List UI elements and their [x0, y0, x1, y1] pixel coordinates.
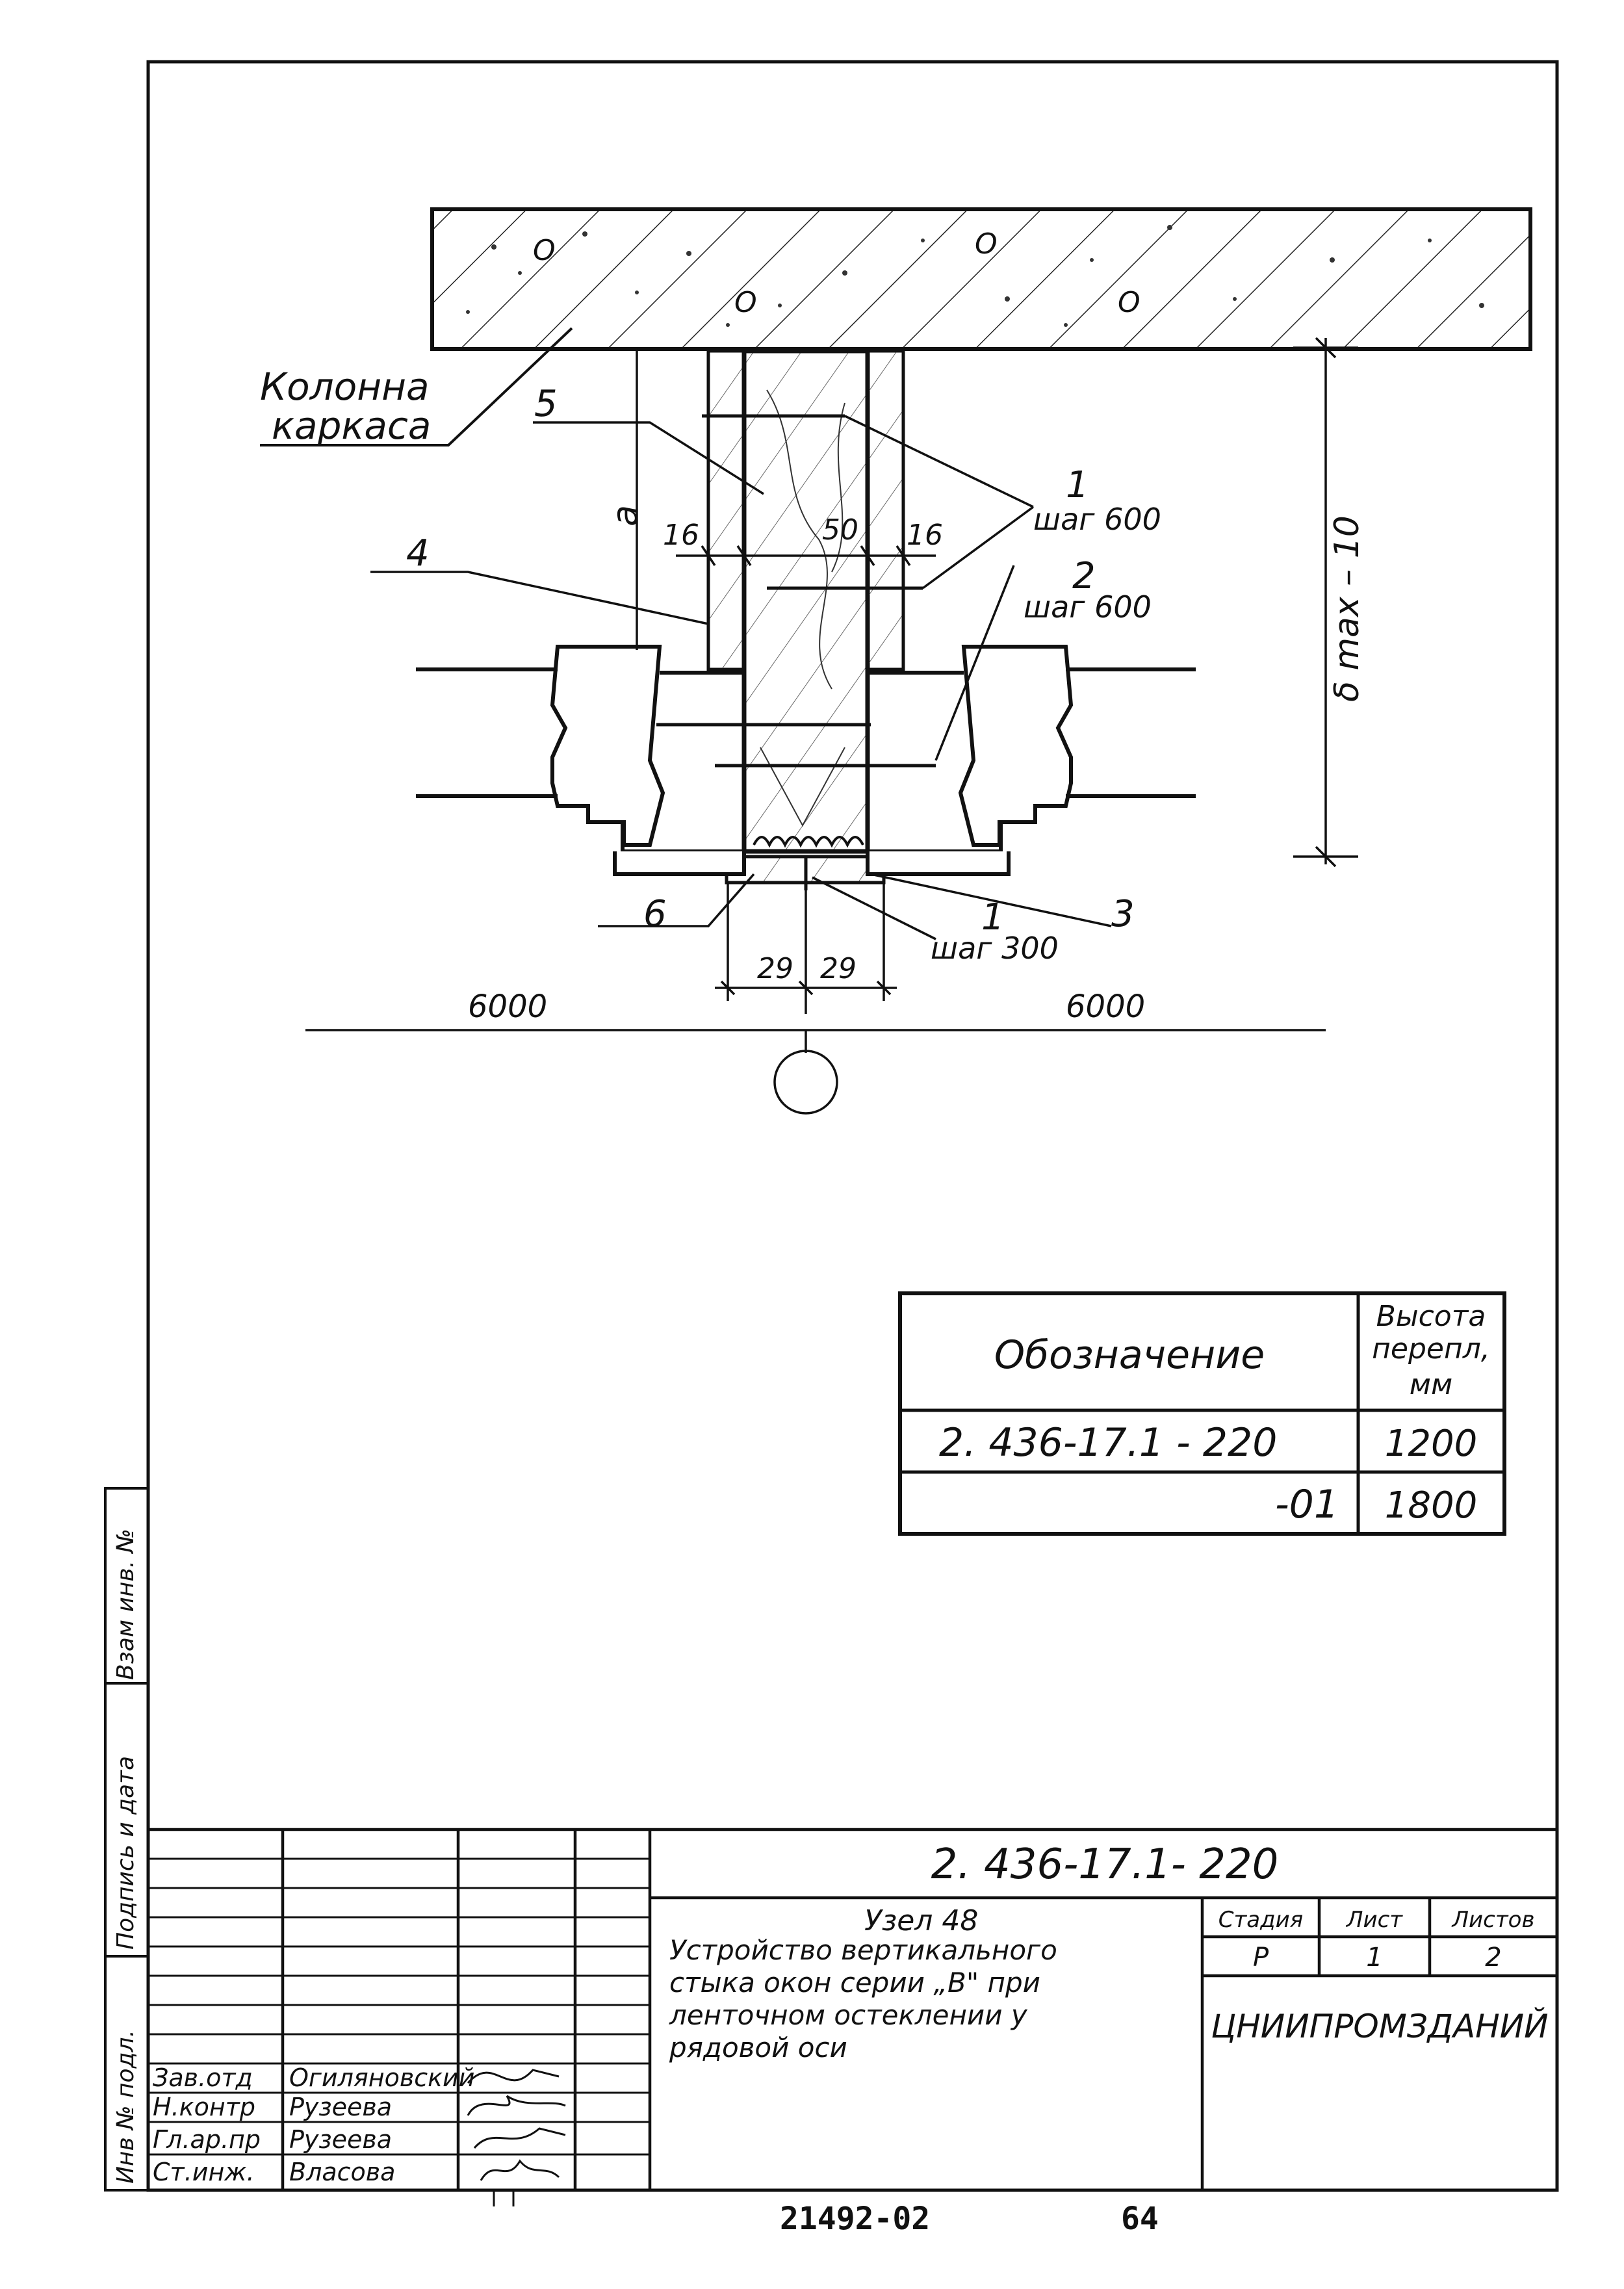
callout-1-top-spec: шаг 600 — [1033, 502, 1161, 537]
dimension-lines — [305, 337, 1358, 1115]
role-2-name: Рузеева — [289, 2093, 392, 2121]
table-row-2-height: 1800 — [1385, 1484, 1478, 1527]
title-organization: ЦНИИПРОМЗДАНИЙ — [1211, 2007, 1548, 2045]
role-1-name: Огиляновский — [289, 2063, 474, 2092]
title-sheet-value: 1 — [1366, 1943, 1382, 1972]
side-stamp — [104, 1487, 149, 2192]
title-block-grid — [148, 1828, 1557, 2190]
callout-1-bottom: 1 — [981, 896, 1005, 938]
dim-a: а — [604, 505, 645, 526]
callout-leaders — [370, 415, 1112, 940]
callout-1-top: 1 — [1066, 464, 1089, 506]
timber-post — [656, 348, 936, 890]
sheet-frame — [146, 60, 1559, 2192]
table-header-designation: Обозначение — [994, 1332, 1265, 1378]
table-row-1-height: 1200 — [1385, 1423, 1478, 1465]
title-stage-value: Р — [1253, 1943, 1269, 1972]
table-header-height-2: перепл, — [1372, 1332, 1490, 1365]
title-desc-4: рядовой оси — [669, 2032, 847, 2063]
callout-2: 2 — [1072, 555, 1096, 597]
role-1: Зав.отд — [153, 2063, 253, 2092]
signatures — [467, 2069, 566, 2206]
callout-6: 6 — [643, 893, 667, 935]
table-header-height-1: Высота — [1376, 1300, 1486, 1333]
column-section: О О О О — [430, 207, 1532, 351]
side-stamp-replaces: Взам инв. № — [112, 1529, 139, 1680]
table-row-2-designation: -01 — [1275, 1482, 1339, 1527]
callout-4: 4 — [406, 532, 430, 575]
table-header-height-3: мм — [1410, 1368, 1452, 1401]
svg-text:О: О — [533, 234, 556, 267]
title-stage-header: Стадия — [1218, 1907, 1303, 1933]
callout-5: 5 — [534, 383, 558, 425]
role-4: Ст.инж. — [153, 2158, 255, 2186]
window-frame-left — [416, 645, 746, 876]
dim-29-right: 29 — [820, 952, 857, 985]
column-label-line2: каркаса — [272, 404, 431, 448]
title-desc-3: ленточном остеклении у — [669, 1999, 1028, 2031]
title-sheets-value: 2 — [1485, 1943, 1501, 1972]
title-desc-1: Устройство вертикального — [669, 1934, 1057, 1966]
spec-table — [898, 1291, 1506, 1536]
window-frame-right — [866, 645, 1196, 876]
title-desc-2: стыка окон серии „В" при — [669, 1967, 1040, 1998]
role-4-name: Власова — [289, 2158, 395, 2186]
callout-1-bottom-spec: шаг 300 — [931, 931, 1059, 966]
svg-text:О: О — [975, 227, 998, 261]
table-row-1-designation: 2. 436-17.1 - 220 — [939, 1420, 1277, 1466]
dim-50: 50 — [822, 513, 858, 547]
footer-number: 21492-02 — [780, 2201, 930, 2237]
footer-page: 64 — [1121, 2201, 1159, 2237]
svg-text:О: О — [734, 286, 757, 319]
column-label-line1: Колонна — [260, 365, 430, 409]
role-3: Гл.ар.пр — [153, 2125, 261, 2154]
callout-2-spec: шаг 600 — [1024, 589, 1152, 625]
title-sheets-header: Листов — [1450, 1907, 1534, 1933]
role-3-name: Рузеева — [289, 2125, 392, 2154]
dim-16-left: 16 — [663, 519, 699, 552]
dim-16-right: 16 — [907, 519, 943, 552]
svg-text:О: О — [1118, 286, 1141, 319]
column-leader — [260, 327, 573, 446]
title-doc-code: 2. 436-17.1- 220 — [931, 1841, 1279, 1889]
dim-29-left: 29 — [757, 952, 793, 985]
title-sheet-header: Лист — [1345, 1907, 1403, 1933]
dim-height: δ max – 10 — [1328, 515, 1367, 702]
role-2: Н.контр — [153, 2093, 255, 2121]
callout-3: 3 — [1111, 893, 1135, 935]
title-node: Узел 48 — [864, 1904, 978, 1937]
dim-6000-left: 6000 — [468, 989, 547, 1025]
dim-6000-right: 6000 — [1066, 989, 1145, 1025]
side-stamp-inv: Инв № подл. — [112, 2030, 139, 2184]
side-stamp-signature: Подпись и дата — [112, 1756, 139, 1950]
